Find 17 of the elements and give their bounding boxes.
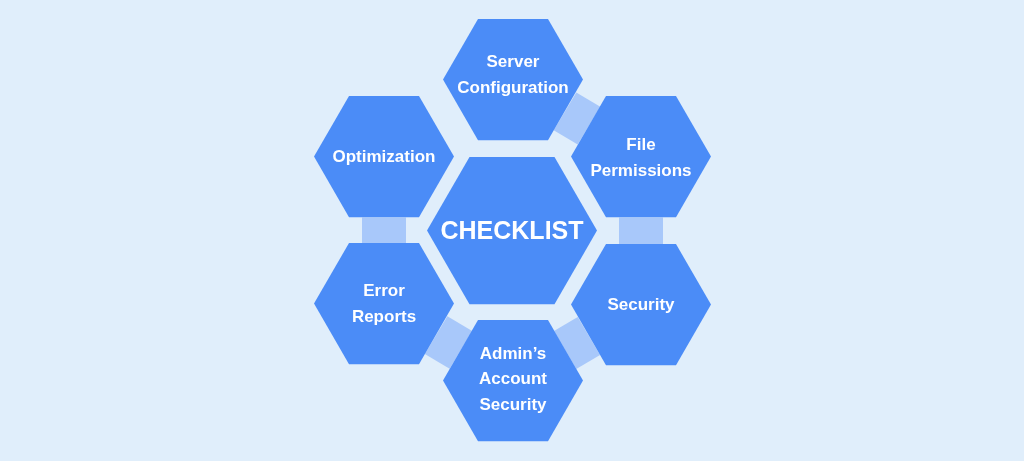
hexagon: [443, 19, 583, 141]
hexagon-label: Optimization: [332, 146, 436, 169]
hexagon-label: File Permissions: [589, 134, 693, 182]
hexagon: [571, 244, 711, 366]
connector-band: [553, 317, 601, 369]
hexagon-label: Error Reports: [350, 280, 418, 328]
hexagon: [314, 96, 454, 218]
hexagon: [571, 96, 711, 218]
hexagon: [314, 243, 454, 365]
hexagon: [443, 320, 583, 442]
connector-band: [553, 92, 601, 145]
hexagon-label: Server Configuration: [456, 51, 570, 99]
hexagon-label: Security: [607, 294, 675, 317]
connector-band: [424, 316, 473, 369]
hexagon-label: Admin’s Account Security: [478, 342, 548, 416]
connector-band: [362, 217, 406, 244]
hexagon-label: CHECKLIST: [440, 215, 584, 247]
